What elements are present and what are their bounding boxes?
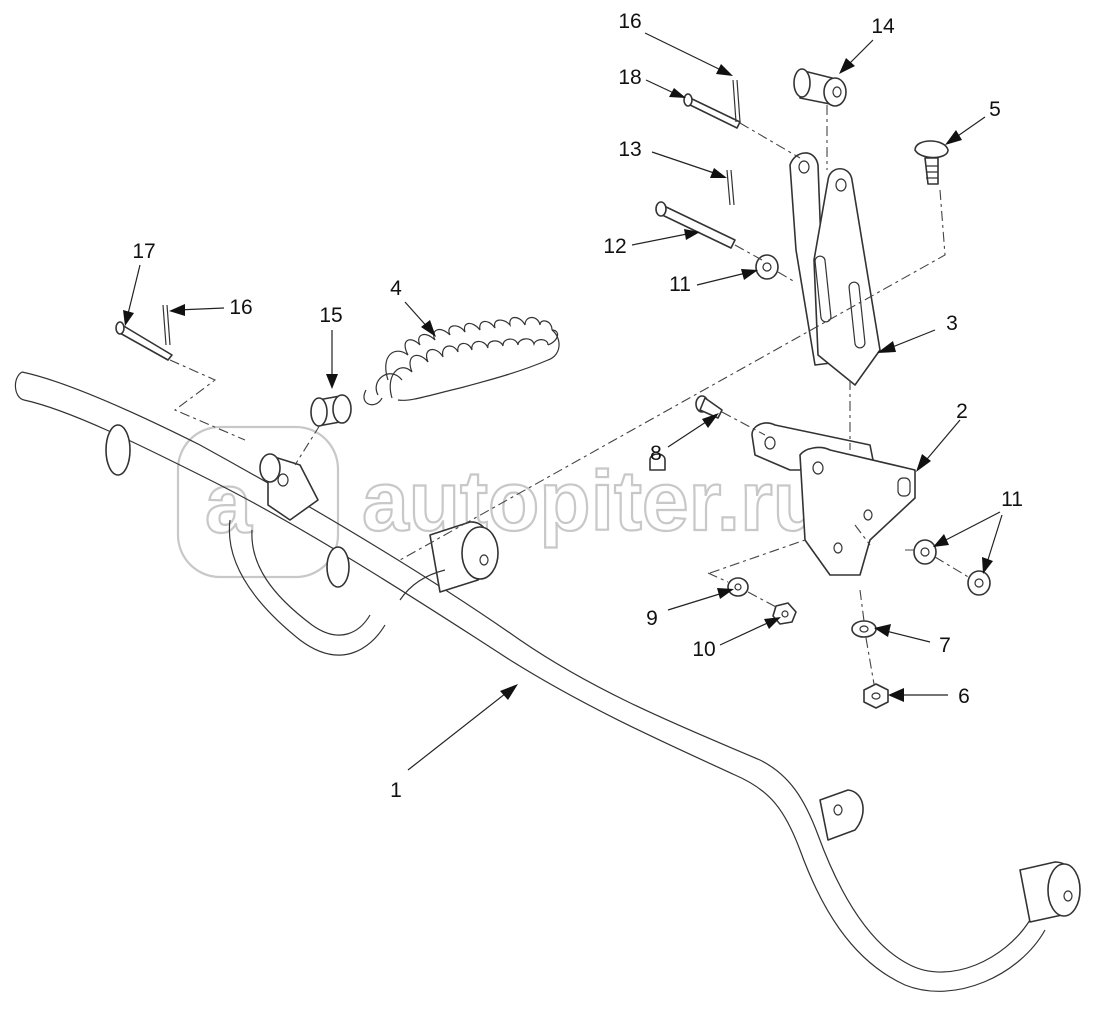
pivot-sleeve-right-end [1047, 863, 1081, 917]
part-3-bracket [789, 152, 881, 386]
part-16-cotter-top [732, 79, 741, 123]
callout-13: 13 [618, 138, 641, 161]
callout-2: 2 [956, 400, 968, 423]
part-7-washer [851, 620, 877, 638]
callout-3: 3 [946, 312, 958, 335]
callout-5: 5 [989, 98, 1001, 121]
callout-16-top: 16 [618, 10, 641, 33]
part-8-screw [649, 395, 723, 471]
part-5-carriage-bolt [914, 140, 949, 185]
callout-8: 8 [650, 442, 662, 465]
part-14-sleeve [793, 68, 847, 107]
part-2-mount-plate [751, 422, 916, 576]
part-18-pin-top [683, 93, 741, 129]
watermark-logo-frame [176, 425, 340, 579]
callout-1: 1 [390, 779, 402, 802]
callout-12: 12 [603, 235, 626, 258]
part-17-pin-left [115, 321, 173, 361]
callout-labels: 1 2 3 4 5 6 7 8 9 10 11 11 12 13 14 15 1… [132, 10, 1023, 802]
callout-16-left: 16 [229, 296, 252, 319]
callout-17: 17 [132, 240, 155, 263]
callout-14: 14 [871, 15, 895, 38]
pivot-sleeve-center-end [461, 526, 499, 580]
callout-6: 6 [958, 685, 970, 708]
shaft-bushing-left [105, 424, 131, 476]
part-1-shaft [14, 371, 1081, 992]
callout-10: 10 [692, 638, 715, 661]
callout-4: 4 [390, 277, 402, 300]
part-12-pin-middle [655, 201, 736, 249]
shaft-bushing-middle [326, 546, 350, 588]
assembly-centerlines [169, 105, 971, 685]
callout-11-right: 11 [1001, 488, 1023, 511]
part-16-cotter-left [162, 304, 171, 346]
part-13-cotter-middle [726, 169, 735, 206]
callout-18: 18 [618, 66, 641, 89]
callout-7: 7 [939, 634, 951, 657]
leader-lines [123, 32, 1003, 771]
shaft-clevis-tab [819, 789, 864, 841]
part-15-bushing [310, 394, 352, 427]
part-11-washers [755, 254, 991, 596]
part-4-spring [363, 316, 560, 406]
callout-9: 9 [646, 607, 658, 630]
callout-15: 15 [319, 304, 342, 327]
part-9-washer [727, 577, 749, 597]
callout-11-upper: 11 [669, 273, 691, 296]
part-6-nut [863, 683, 889, 709]
